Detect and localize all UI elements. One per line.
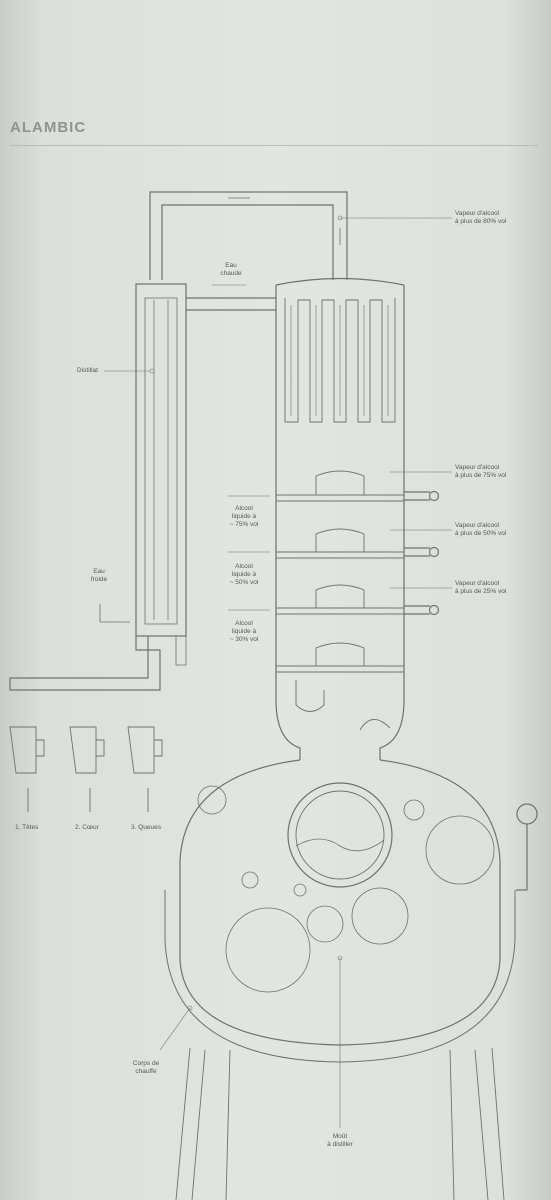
receiving-jugs — [9, 726, 163, 812]
label-tetes: 1. Têtes — [15, 824, 39, 831]
label-eau-chaude: Eau chaude — [220, 262, 242, 277]
label-vapeur-75: Vapeur d'alcool à plus de 75% vol — [455, 464, 507, 479]
label-alcool-75: Alcool liquide à ~ 75% vol — [229, 505, 259, 528]
title-divider — [10, 145, 538, 146]
column-trays — [276, 470, 404, 731]
label-vapeur-50: Vapeur d'alcool à plus de 50% vol — [455, 522, 507, 537]
label-distillat: Distillat — [77, 367, 98, 374]
vapour-outlets — [404, 490, 440, 616]
label-vapeur-25: Vapeur d'alcool à plus de 25% vol — [455, 580, 507, 595]
heat-exchanger — [275, 277, 405, 760]
leader-lines — [104, 215, 452, 1128]
vapour-pipe — [149, 191, 348, 280]
label-coeur: 2. Cœur — [75, 824, 99, 831]
condenser — [9, 283, 276, 691]
page-title: ALAMBIC — [10, 119, 87, 136]
label-alcool-50: Alcool liquide à ~ 50% vol — [229, 563, 259, 586]
label-vapeur-80: Vapeur d'alcool à plus de 80% vol — [455, 210, 507, 225]
label-corps-de-chauffe: Corps de chauffe — [132, 1060, 160, 1075]
label-alcool-30: Alcool liquide à ~ 30% vol — [229, 620, 259, 643]
label-eau-froide: Eau froide — [90, 568, 108, 583]
boiler — [164, 759, 538, 1200]
label-queues: 3. Queues — [131, 824, 161, 831]
label-mout: Moût à distiller — [327, 1133, 353, 1148]
